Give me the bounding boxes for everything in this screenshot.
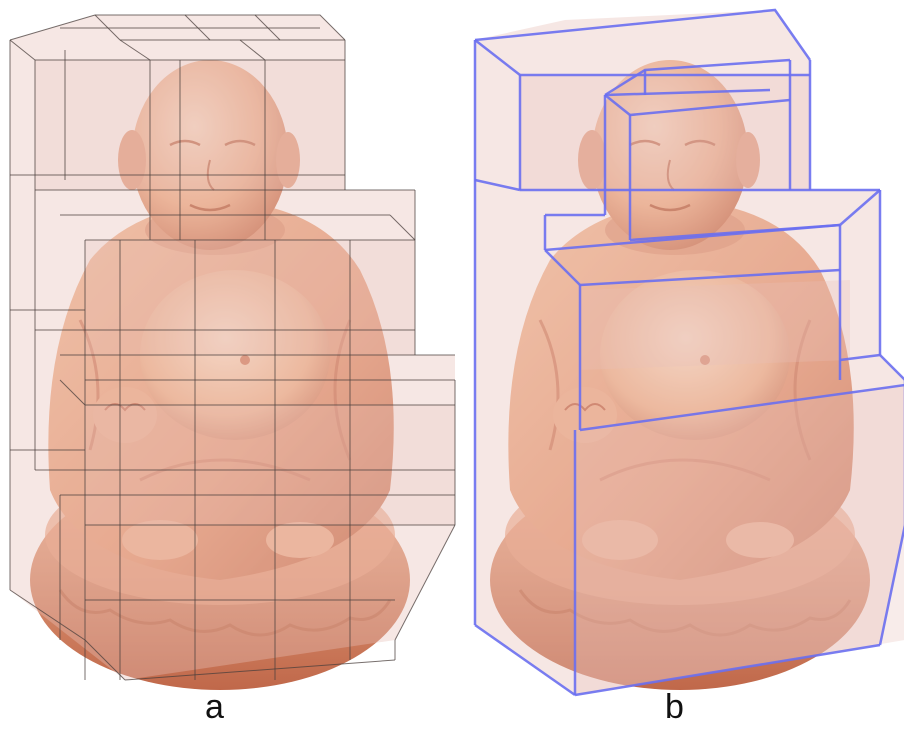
panel-a [10,15,455,690]
panel-label-b: b [665,690,684,724]
panel-b [475,10,904,695]
panel-label-a: a [205,690,224,724]
uniform-grid-front-faces [35,60,455,525]
